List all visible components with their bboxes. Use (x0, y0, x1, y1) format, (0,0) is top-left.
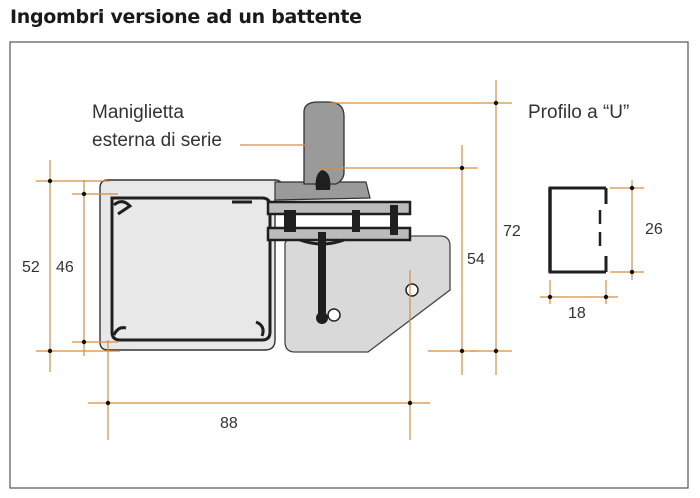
rail-stem (318, 232, 326, 318)
rail-top (266, 200, 412, 216)
rail-stem-end (316, 312, 328, 324)
handle-label-line1: Maniglietta (92, 102, 184, 123)
dim-46: 46 (56, 259, 74, 276)
drawing-frame (9, 41, 689, 489)
rail-web-right (390, 205, 398, 235)
dim-54: 54 (467, 251, 485, 268)
hole-center (327, 308, 341, 322)
corner-hook-top-left (113, 200, 133, 216)
handle (303, 101, 345, 185)
u-profile-shape (548, 186, 606, 274)
base-plate (284, 235, 451, 353)
corner-hook-bottom-right (255, 320, 265, 337)
page-title: Ingombri versione ad un battente (10, 6, 362, 28)
dim-88: 88 (220, 415, 238, 432)
rail-joint (299, 238, 345, 246)
u-profile-label: Profilo a “U” (528, 102, 629, 123)
dimension-ticks (47, 100, 635, 406)
dim-18: 18 (568, 305, 586, 322)
dim-72: 72 (503, 223, 521, 240)
corner-hook-bottom-left (112, 326, 127, 336)
rail-bottom (266, 226, 412, 242)
dim-52: 52 (22, 259, 40, 276)
dim-26: 26 (645, 221, 663, 238)
hole-right (405, 283, 419, 297)
rail-web-mid (352, 210, 360, 232)
rail-web-left (284, 210, 296, 232)
inner-chamber (110, 196, 272, 342)
handle-label-line2: esterna di serie (92, 130, 222, 151)
handle-clip (315, 170, 331, 190)
